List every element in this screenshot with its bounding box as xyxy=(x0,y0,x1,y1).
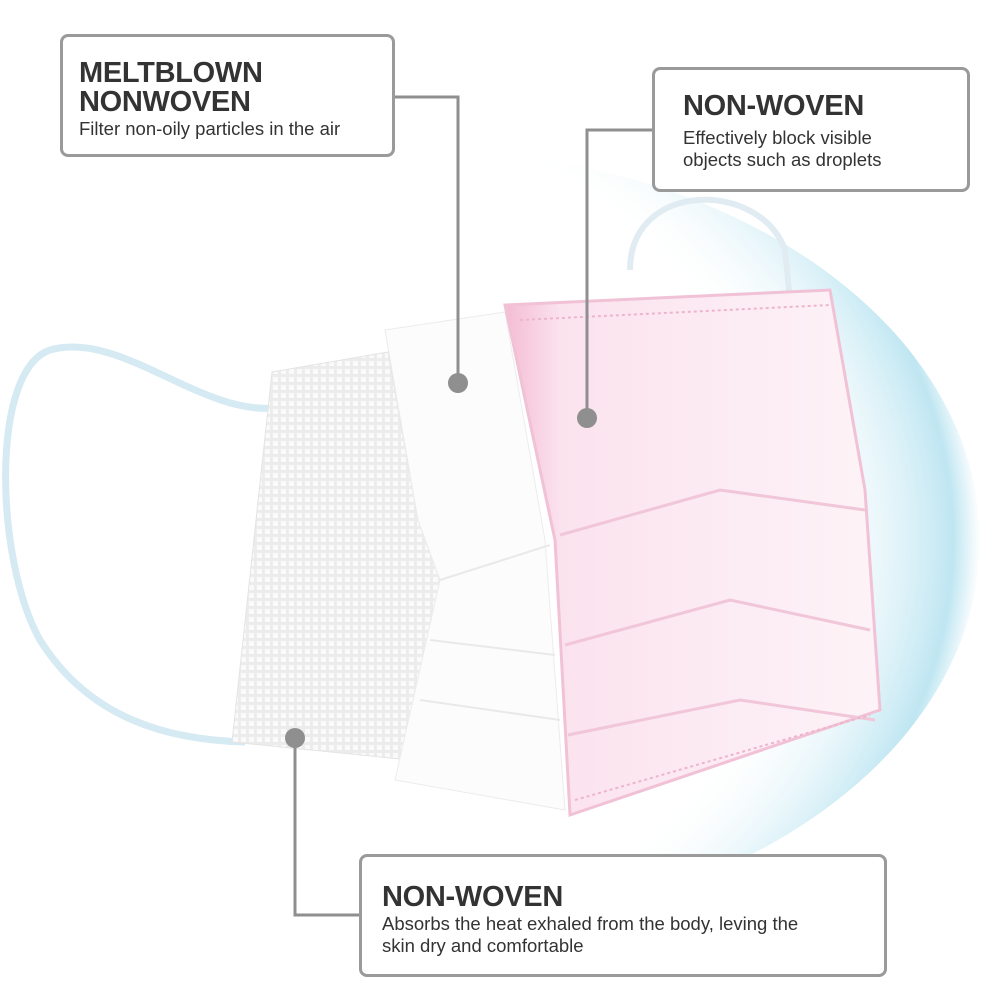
marker-dot-meltblown xyxy=(448,373,468,393)
callout-description: Effectively block visible xyxy=(683,127,872,148)
callout-outer-nonwoven: NON-WOVEN Effectively block visible obje… xyxy=(652,67,970,192)
marker-dot-inner xyxy=(285,728,305,748)
callout-title: MELTBLOWN xyxy=(79,57,263,89)
callout-description: Filter non-oily particles in the air xyxy=(79,118,341,139)
ear-loop-right xyxy=(627,196,793,301)
callout-description: skin dry and comfortable xyxy=(382,935,584,956)
white-layer xyxy=(384,311,566,811)
callout-description: Absorbs the heat exhaled from the body, … xyxy=(382,913,799,934)
callout-title: NON-WOVEN xyxy=(382,881,563,913)
callout-title: NONWOVEN xyxy=(79,86,251,118)
callout-description: objects such as droplets xyxy=(683,149,882,170)
ear-loop-left xyxy=(2,343,276,746)
pink-layer xyxy=(503,288,882,818)
callout-title: NON-WOVEN xyxy=(683,90,864,122)
callout-meltblown: MELTBLOWN NONWOVEN Filter non-oily parti… xyxy=(60,34,395,157)
marker-dot-outer xyxy=(577,408,597,428)
callout-inner-nonwoven: NON-WOVEN Absorbs the heat exhaled from … xyxy=(359,854,887,977)
